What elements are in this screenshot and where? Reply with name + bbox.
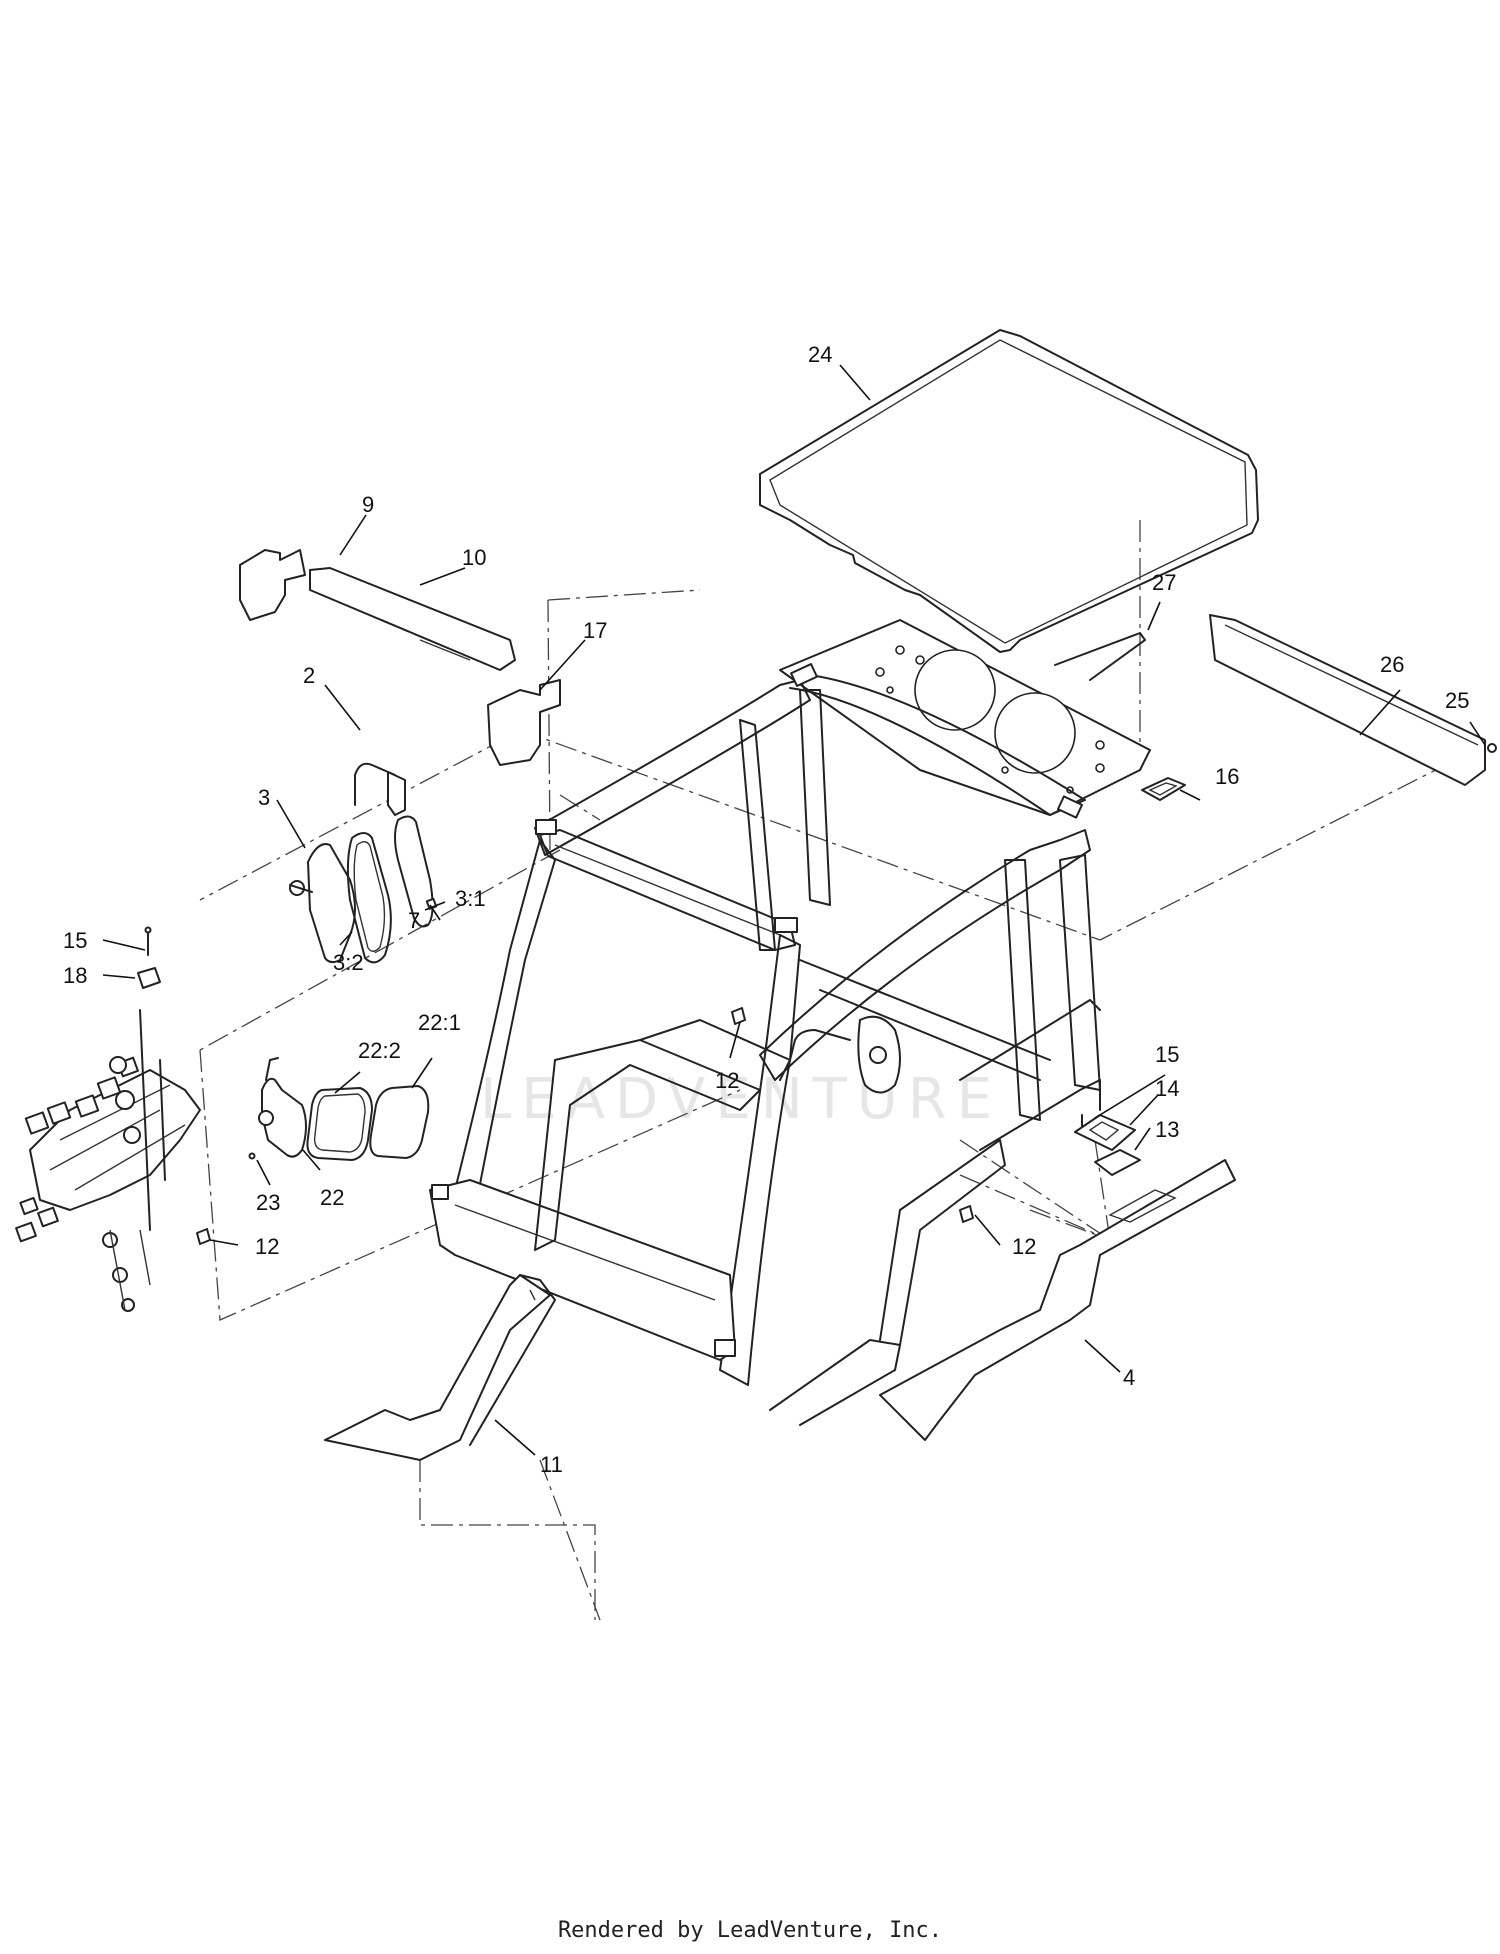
callout-leaders — [102, 364, 1486, 1456]
callout-4: 4 — [1123, 1365, 1135, 1390]
callout-12-center: 12 — [715, 1068, 739, 1093]
frame-mounted-mirror — [789, 1015, 901, 1094]
callout-labels: 24 9 10 17 27 26 25 16 2 3 3:1 7 3:2 15 … — [63, 342, 1469, 1477]
callout-15-right: 15 — [1155, 1042, 1179, 1067]
alignment-lines — [199, 520, 1486, 1621]
footer-credit: Rendered by LeadVenture, Inc. — [557, 1918, 943, 1943]
callout-10: 10 — [462, 545, 486, 570]
callout-7: 7 — [408, 908, 420, 933]
part-24-roof-panel — [759, 329, 1259, 653]
part-17-bracket — [487, 679, 561, 766]
callout-27: 27 — [1152, 570, 1176, 595]
watermark: LEADVENTURE — [480, 1067, 1002, 1132]
callout-25: 25 — [1445, 688, 1469, 713]
callout-22-2: 22:2 — [358, 1038, 401, 1063]
part-12-clip-center — [731, 1007, 746, 1025]
wiring-harness — [15, 1009, 201, 1312]
callout-23: 23 — [256, 1190, 280, 1215]
part-9-bracket — [239, 549, 306, 621]
part-13-gasket — [1094, 1149, 1141, 1176]
callout-12-left: 12 — [255, 1234, 279, 1259]
callout-17: 17 — [583, 618, 607, 643]
callout-11: 11 — [540, 1452, 563, 1477]
part-23-screw — [248, 1152, 256, 1160]
part-22-1-mirror-glass — [369, 1085, 430, 1159]
part-3-mirror-head — [289, 843, 356, 964]
part-3-1-mirror-glass — [394, 815, 434, 928]
callout-2: 2 — [303, 663, 315, 688]
part-3-2-mirror-frame — [346, 832, 392, 964]
part-25-screw — [1487, 743, 1497, 753]
cab-frame — [429, 619, 1151, 1426]
callout-26: 26 — [1380, 652, 1404, 677]
callout-9: 9 — [362, 492, 374, 517]
part-14-plate — [1074, 1114, 1136, 1151]
callout-22: 22 — [320, 1185, 344, 1210]
part-18-clip — [137, 967, 161, 989]
part-2-mirror-arm — [354, 762, 406, 816]
part-11-floor-panel — [324, 1274, 556, 1461]
part-22-2-mirror-frame — [306, 1087, 373, 1161]
part-12-clip-left — [196, 1228, 211, 1245]
callout-22-1: 22:1 — [418, 1010, 461, 1035]
callout-3-1: 3:1 — [455, 886, 486, 911]
part-27-rod — [1054, 632, 1146, 681]
callout-3: 3 — [258, 785, 270, 810]
callout-13: 13 — [1155, 1117, 1179, 1142]
callout-12-right: 12 — [1012, 1234, 1036, 1259]
callout-15-left: 15 — [63, 928, 87, 953]
callout-18: 18 — [63, 963, 87, 988]
callout-3-2: 3:2 — [333, 950, 364, 975]
callout-14: 14 — [1155, 1076, 1179, 1101]
part-4-floor-panel — [879, 1159, 1236, 1441]
part-22-mirror-head — [258, 1057, 307, 1158]
part-15-pin-left — [144, 926, 152, 956]
part-12-clip-right — [959, 1205, 974, 1223]
part-26-side-panel — [1209, 614, 1486, 786]
part-16-grommet — [1141, 777, 1186, 801]
part-10-rail — [309, 567, 516, 671]
callout-16: 16 — [1215, 764, 1239, 789]
callout-24: 24 — [808, 342, 832, 367]
